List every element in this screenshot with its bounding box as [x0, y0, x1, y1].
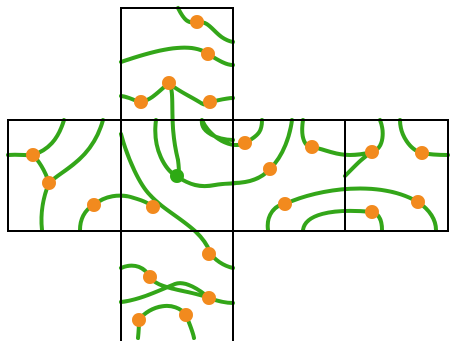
- node-orange[interactable]: [365, 145, 379, 159]
- node-orange[interactable]: [263, 162, 277, 176]
- node-orange[interactable]: [134, 95, 148, 109]
- node-orange[interactable]: [411, 195, 425, 209]
- node-orange[interactable]: [179, 308, 193, 322]
- node-orange[interactable]: [162, 76, 176, 90]
- node-orange[interactable]: [238, 136, 252, 150]
- node-orange[interactable]: [42, 176, 56, 190]
- node-orange[interactable]: [201, 47, 215, 61]
- node-orange[interactable]: [146, 200, 160, 214]
- node-start-green[interactable]: [170, 169, 184, 183]
- node-orange[interactable]: [87, 198, 101, 212]
- node-orange[interactable]: [365, 205, 379, 219]
- node-orange[interactable]: [132, 313, 146, 327]
- node-orange[interactable]: [278, 197, 292, 211]
- node-orange[interactable]: [305, 140, 319, 154]
- node-orange[interactable]: [415, 146, 429, 160]
- node-orange[interactable]: [202, 291, 216, 305]
- node-orange[interactable]: [202, 247, 216, 261]
- node-orange[interactable]: [203, 95, 217, 109]
- node-orange[interactable]: [190, 15, 204, 29]
- node-orange[interactable]: [26, 148, 40, 162]
- node-orange[interactable]: [143, 270, 157, 284]
